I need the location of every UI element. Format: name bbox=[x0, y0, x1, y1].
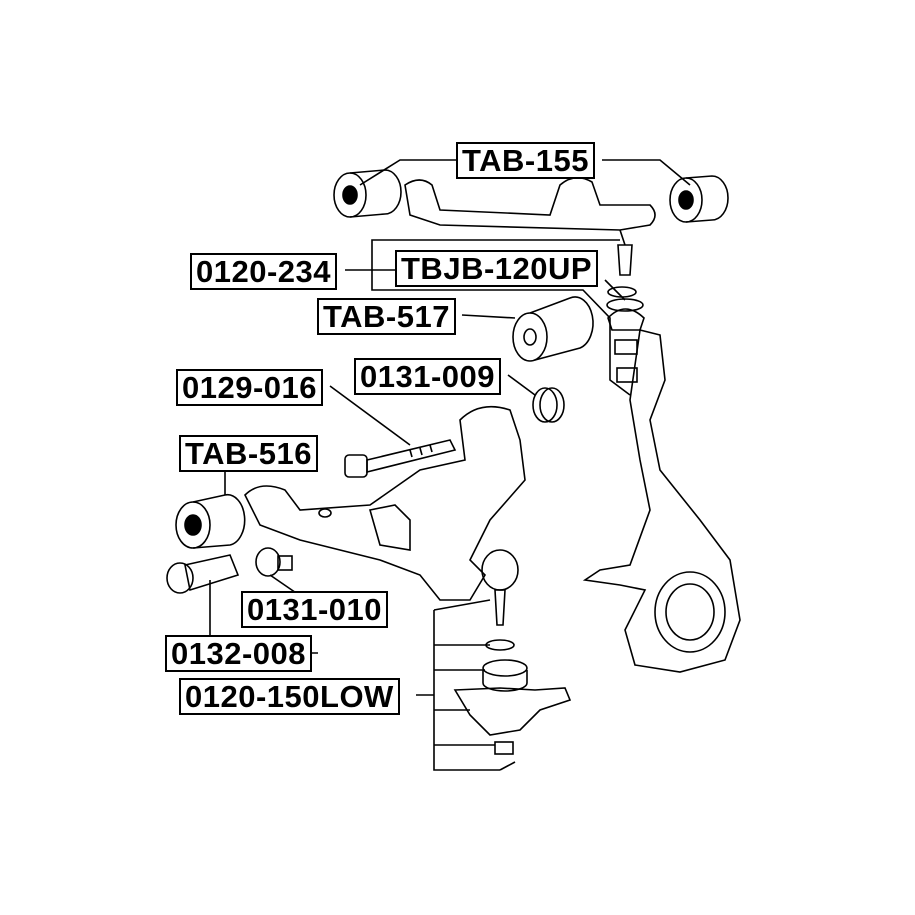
front-cam-bolt bbox=[166, 554, 240, 594]
part-label-tab-516[interactable]: TAB-516 bbox=[179, 435, 318, 472]
lower-ball-joint bbox=[453, 549, 572, 771]
upper-ball-joint-hardware bbox=[606, 286, 645, 383]
part-label-0120-234[interactable]: 0120-234 bbox=[190, 253, 338, 290]
part-label-0131-009[interactable]: 0131-009 bbox=[354, 358, 502, 395]
cam-washer-upper bbox=[532, 387, 565, 423]
part-label-tab-517[interactable]: TAB-517 bbox=[317, 298, 456, 335]
lower-control-arm bbox=[244, 405, 526, 601]
part-label-0132-008[interactable]: 0132-008 bbox=[165, 635, 313, 672]
part-label-tab-155[interactable]: TAB-155 bbox=[456, 142, 595, 179]
cam-bolt bbox=[344, 439, 457, 478]
steering-knuckle bbox=[582, 329, 741, 673]
part-label-0131-010[interactable]: 0131-010 bbox=[241, 591, 389, 628]
upper-arm-bushing-right bbox=[669, 175, 729, 223]
cam-washer-lower bbox=[255, 547, 293, 577]
lower-arm-bushing-front bbox=[175, 493, 246, 549]
part-label-0120-150low[interactable]: 0120-150LOW bbox=[179, 678, 400, 715]
lower-arm-bushing-rear bbox=[512, 296, 594, 362]
upper-arm-bushing-left bbox=[333, 169, 402, 218]
part-label-0129-016[interactable]: 0129-016 bbox=[176, 369, 324, 406]
part-label-tbjb-120up[interactable]: TBJB-120UP bbox=[395, 250, 599, 287]
